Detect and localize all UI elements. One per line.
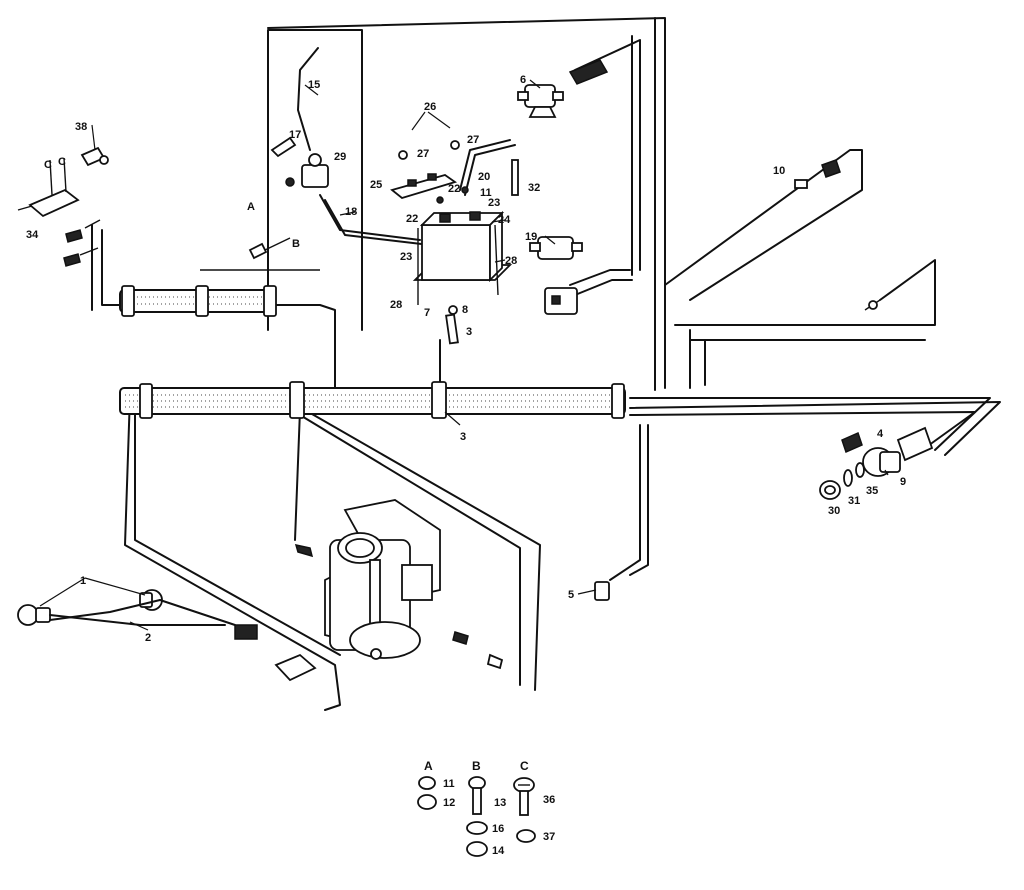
upper-harness	[119, 285, 277, 317]
hardware-key: A 11 12 B 13 16 14 C 36 37	[417, 759, 555, 857]
strap-32	[511, 159, 519, 196]
key-4	[841, 431, 863, 454]
harness-clip	[289, 381, 305, 419]
callout-22-b: 22	[406, 213, 418, 225]
plug-38	[80, 146, 109, 167]
callout-38: 38	[75, 121, 87, 133]
callout-24: 24	[498, 214, 511, 226]
relay-6	[517, 84, 564, 118]
star-nut-icon	[516, 829, 536, 843]
callout-2: 2	[145, 632, 151, 644]
callout-19: 19	[525, 231, 537, 243]
callout-26: 26	[424, 101, 436, 113]
callout-29: 29	[334, 151, 346, 163]
strap-3	[445, 313, 459, 345]
hardware-part-36: 36	[543, 794, 555, 806]
light-harness-2	[49, 599, 258, 640]
callout-30: 30	[828, 505, 840, 517]
nut-icon	[466, 841, 488, 857]
callout-20: 20	[478, 171, 490, 183]
callout-23-b: 23	[400, 251, 412, 263]
leader-lines	[39, 79, 889, 631]
harness-clip	[139, 383, 153, 419]
connector-block	[274, 653, 317, 682]
hardware-group-b-label: B	[472, 759, 481, 773]
bolt-shank-icon	[472, 787, 482, 815]
callout-34: 34	[26, 229, 39, 241]
callout-labels: 1 2 3 3 4 5 6 7 8 9 10 11 15 17 18 19 20…	[26, 74, 906, 644]
washer-31-35	[843, 462, 865, 487]
callout-7: 7	[424, 307, 430, 319]
hardware-part-13: 13	[494, 797, 506, 809]
callout-1: 1	[80, 575, 86, 587]
hardware-part-12: 12	[443, 797, 455, 809]
light-1-left	[17, 604, 51, 626]
wire-routes	[79, 17, 1001, 711]
callout-32: 32	[528, 182, 540, 194]
hardware-part-37: 37	[543, 831, 555, 843]
callout-27-a: 27	[417, 148, 429, 160]
callout-C-ref-a: C	[44, 159, 52, 171]
callout-4: 4	[877, 428, 884, 440]
engine	[324, 499, 441, 660]
connector-top	[568, 59, 609, 85]
harness-clip	[195, 285, 209, 317]
solenoid-29	[285, 153, 329, 188]
small-hardware-battery	[398, 140, 469, 315]
callout-5: 5	[568, 589, 574, 601]
callout-15: 15	[308, 79, 320, 91]
callout-3-lower: 3	[460, 431, 466, 443]
callout-25: 25	[370, 179, 382, 191]
small-terminals	[63, 229, 268, 267]
hardware-part-16: 16	[492, 823, 504, 835]
callout-28-b: 28	[390, 299, 402, 311]
screw-shank-icon	[519, 790, 529, 816]
callout-10: 10	[773, 165, 785, 177]
callout-B-ref: B	[292, 238, 300, 250]
hardware-part-11: 11	[443, 778, 455, 790]
callout-3-upper: 3	[466, 326, 472, 338]
callout-17: 17	[289, 129, 301, 141]
relay-19	[529, 236, 583, 260]
hardware-group-a-label: A	[424, 759, 433, 773]
engine-leads	[294, 544, 504, 670]
plug-connector	[544, 287, 578, 315]
fuse-holder-10	[794, 159, 841, 189]
switch-34	[17, 157, 80, 218]
battery-hold-down-25	[390, 173, 458, 199]
hardware-group-c-label: C	[520, 759, 529, 773]
callout-C-ref-b: C	[58, 156, 66, 168]
harness-clip	[611, 383, 625, 419]
harness-clip	[263, 285, 277, 317]
callout-9: 9	[900, 476, 906, 488]
hardware-part-14: 14	[492, 845, 505, 857]
bracket-17	[270, 136, 297, 158]
main-harness-3	[119, 381, 626, 419]
washer-icon	[417, 794, 437, 810]
callout-31: 31	[848, 495, 860, 507]
harness-clip	[121, 285, 135, 317]
callout-11: 11	[480, 187, 492, 199]
callout-A-ref: A	[247, 201, 255, 213]
callout-27-b: 27	[467, 134, 479, 146]
clip-5	[594, 581, 610, 601]
terminal-ring-right	[868, 300, 878, 310]
ignition-switch-9	[862, 426, 934, 477]
harness-clip	[431, 381, 447, 419]
callout-8: 8	[462, 304, 468, 316]
callout-35: 35	[866, 485, 878, 497]
nut-icon	[418, 776, 436, 790]
callout-18: 18	[345, 206, 357, 218]
battery	[412, 210, 513, 305]
callout-22-a: 22	[448, 183, 460, 195]
callout-23-a: 23	[488, 197, 500, 209]
nut-30	[819, 480, 841, 500]
callout-6: 6	[520, 74, 526, 86]
callout-28-a: 28	[505, 255, 517, 267]
lock-washer-icon	[466, 821, 488, 835]
